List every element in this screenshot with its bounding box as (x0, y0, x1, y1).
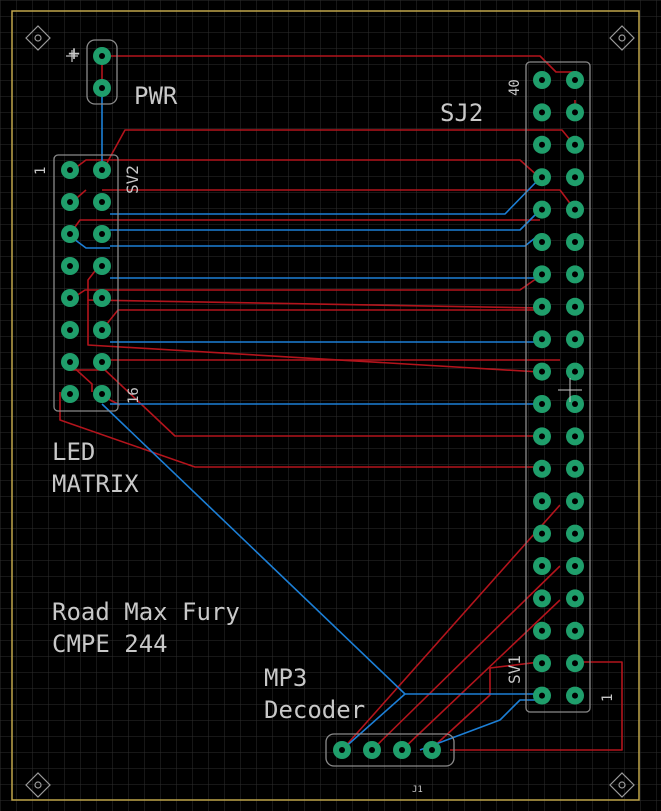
pin-1-right-label: 1 (600, 694, 616, 702)
pad-hole (539, 77, 545, 83)
pad-hole (539, 401, 545, 407)
pad-hole (539, 336, 545, 343)
plus-marker (66, 50, 78, 62)
pad-hole (539, 660, 545, 667)
sv1-label: SV1 (505, 655, 524, 684)
pad-hole (539, 303, 545, 310)
pad-hole (99, 327, 105, 333)
pin-16-label: 16 (126, 387, 142, 404)
pad-hole (572, 141, 578, 148)
course-label: CMPE 244 (52, 630, 168, 658)
led-label: LED (52, 438, 95, 466)
plus-label: + (68, 41, 80, 65)
pad-hole (99, 167, 105, 173)
pad-hole (539, 692, 545, 699)
pad-hole (572, 271, 578, 278)
pad-hole (572, 563, 578, 569)
pad-hole (572, 660, 578, 667)
sv2-led-matrix-header[interactable] (53, 154, 119, 412)
pad-hole (572, 206, 578, 213)
pad-hole (539, 368, 545, 375)
pad-hole (572, 465, 578, 472)
pad-hole (539, 433, 545, 440)
pad-hole (429, 747, 435, 753)
sj2-label: SJ2 (440, 99, 483, 127)
pwr-header[interactable] (86, 39, 118, 105)
pin-1-left-label: 1 (33, 167, 49, 175)
pad-hole (539, 595, 545, 602)
pad-hole (572, 77, 578, 83)
pad-hole (399, 747, 405, 753)
pad-hole (539, 271, 545, 278)
pad-hole (67, 391, 73, 397)
pad-hole (572, 498, 578, 505)
pad-hole (67, 295, 73, 301)
j1-mp3-decoder-header[interactable] (325, 733, 455, 767)
pad-hole (67, 199, 73, 205)
pad-hole (67, 263, 73, 269)
pad-hole (572, 303, 578, 310)
pad-hole (67, 167, 73, 173)
pad-hole (572, 109, 578, 116)
pad-hole (67, 327, 73, 333)
pad-hole (572, 239, 578, 245)
pad-hole (99, 231, 105, 237)
pad-hole (539, 530, 545, 537)
pad-hole (572, 433, 578, 440)
origin-cross (558, 378, 582, 402)
pad-hole (369, 747, 375, 753)
pad-hole (572, 530, 578, 537)
pad-hole (539, 563, 545, 569)
pin-40-label: 40 (507, 79, 523, 96)
pad-hole (99, 391, 105, 397)
pwr-label: PWR (134, 82, 178, 110)
pad-hole (539, 627, 545, 634)
board-title: Road Max Fury (52, 598, 240, 626)
pad-hole (572, 174, 578, 181)
pad-hole (67, 359, 73, 365)
j1-label: J1 (412, 785, 423, 795)
decoder-label: Decoder (264, 696, 365, 724)
corner-fiducials (25, 25, 635, 798)
pad-hole (572, 692, 578, 699)
pad-hole (99, 295, 105, 301)
pad-hole (539, 141, 545, 148)
pad-hole (572, 595, 578, 602)
board-outline (11, 10, 640, 801)
pad-hole (539, 498, 545, 505)
pad-hole (539, 174, 545, 181)
pad-hole (572, 368, 578, 375)
pad-hole (67, 231, 73, 237)
pad-hole (99, 263, 105, 269)
sj2-header[interactable] (525, 61, 591, 713)
mp3-label: MP3 (264, 664, 307, 692)
pad-hole (99, 199, 105, 205)
pad-hole (99, 359, 105, 365)
pad-hole (539, 465, 545, 472)
pad-hole (572, 336, 578, 343)
pad-hole (539, 239, 545, 245)
pad-hole (572, 627, 578, 634)
pad-hole (339, 747, 345, 753)
pad-hole (539, 109, 545, 116)
matrix-label: MATRIX (52, 470, 139, 498)
pad-hole (572, 401, 578, 407)
sv2-label: SV2 (123, 165, 142, 194)
pad-hole (539, 206, 545, 213)
